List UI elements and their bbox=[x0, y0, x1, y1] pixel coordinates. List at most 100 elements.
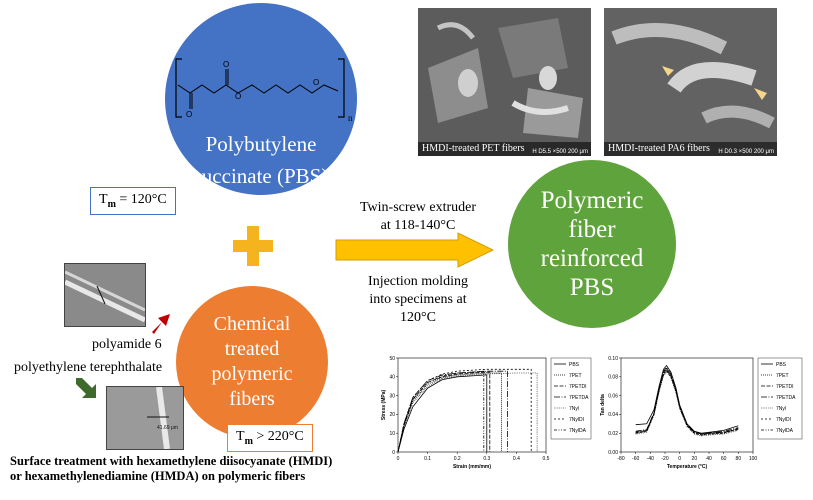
y-tick-label: 0.00 bbox=[608, 450, 618, 456]
legend-label-7NylDA: 7NylDA bbox=[776, 428, 794, 434]
series-line-7PETDA bbox=[397, 370, 508, 453]
x-tick-label: 0.4 bbox=[513, 456, 520, 462]
x-tick-label: -40 bbox=[647, 456, 654, 462]
series-line-7PETDI bbox=[397, 371, 491, 453]
x-tick-label: 80 bbox=[736, 456, 742, 462]
pbs-chemical-structure: O O O O n bbox=[175, 58, 353, 123]
extrusion-line2: at 118-140°C bbox=[380, 218, 456, 233]
process-arrow-icon bbox=[335, 232, 495, 268]
x-tick-label: 0.2 bbox=[454, 456, 461, 462]
injection-line1: Injection molding bbox=[368, 274, 468, 289]
y-tick-label: 0 bbox=[392, 450, 395, 456]
y-tick-label: 40 bbox=[389, 375, 395, 381]
result-line2: fiber bbox=[568, 216, 616, 243]
pa6-sem-texture bbox=[604, 8, 777, 156]
pet-label: polyethylene terephthalate bbox=[14, 360, 163, 375]
x-tick-label: 0.1 bbox=[424, 456, 431, 462]
series-line-PBS bbox=[635, 364, 739, 434]
pet-sem-image: 41.69 μm bbox=[106, 386, 184, 450]
fibers-label-line3: polymeric bbox=[211, 363, 293, 385]
green-arrow-icon bbox=[76, 378, 96, 398]
x-axis-label: Strain (mm/mm) bbox=[453, 464, 491, 470]
x-tick-label: 20 bbox=[692, 456, 698, 462]
fibers-label-line1: Chemical bbox=[213, 313, 291, 335]
legend-label-7Nyl: 7Nyl bbox=[569, 406, 579, 412]
fibers-circle: Chemical treated polymeric fibers bbox=[176, 286, 328, 438]
pa6-sem-caption: HMDI-treated PA6 fibers bbox=[604, 142, 777, 156]
legend-label-7PETDI: 7PETDI bbox=[569, 384, 587, 390]
pbs-label: Polybutylene succinate (PBS) bbox=[165, 128, 357, 192]
series-line-7PETDI bbox=[635, 368, 739, 435]
fibers-label-line4: fibers bbox=[229, 388, 275, 410]
result-line4: PBS bbox=[569, 274, 615, 301]
pa6-label: polyamide 6 bbox=[92, 337, 162, 352]
extrusion-line1: Twin-screw extruder bbox=[359, 200, 477, 215]
x-tick-label: -80 bbox=[617, 456, 624, 462]
pet-measurement: 41.69 μm bbox=[157, 425, 178, 431]
result-line3: reinforced bbox=[540, 245, 644, 272]
series-line-7NylDI bbox=[635, 369, 739, 436]
series-line-7Nyl bbox=[397, 372, 538, 453]
y-tick-label: 0.08 bbox=[608, 375, 618, 381]
legend-label-7PETDA: 7PETDA bbox=[776, 395, 796, 401]
pa6-fiber-sem-photo: HMDI-treated PA6 fibers H D0.3 ×500 200 … bbox=[604, 8, 777, 156]
legend-label-7NylDI: 7NylDI bbox=[776, 417, 791, 423]
plot-frame bbox=[397, 357, 547, 453]
note-line2: or hexamethylenediamine (HMDA) on polyme… bbox=[10, 469, 306, 483]
x-tick-label: 0.5 bbox=[543, 456, 550, 462]
series-line-7PET bbox=[635, 370, 739, 436]
legend-label-7PETDA: 7PETDA bbox=[569, 395, 589, 401]
legend-label-7NylDA: 7NylDA bbox=[569, 428, 587, 434]
legend-label-7Nyl: 7Nyl bbox=[776, 406, 786, 412]
legend-label-PBS: PBS bbox=[569, 362, 580, 368]
tm-subscript: m bbox=[107, 198, 116, 210]
tm-symbol: T bbox=[99, 192, 108, 207]
svg-text:O: O bbox=[235, 92, 241, 101]
injection-line3: 120°C bbox=[400, 310, 436, 325]
pet-sem-caption: HMDI-treated PET fibers bbox=[418, 142, 591, 156]
tm-symbol: T bbox=[236, 429, 245, 444]
y-tick-label: 0.06 bbox=[608, 393, 618, 399]
x-tick-label: 60 bbox=[721, 456, 727, 462]
legend-label-7PET: 7PET bbox=[569, 373, 582, 379]
legend-label-7NylDI: 7NylDI bbox=[569, 417, 584, 423]
y-tick-label: 30 bbox=[389, 393, 395, 399]
result-line1: Polymeric bbox=[540, 187, 644, 214]
pet-sem-scale: H D5.5 ×500 200 μm bbox=[532, 149, 588, 155]
result-circle: Polymeric fiber reinforced PBS bbox=[508, 160, 676, 328]
pbs-circle bbox=[165, 3, 357, 195]
x-tick-label: 0 bbox=[678, 456, 681, 462]
y-tick-label: 50 bbox=[389, 356, 395, 362]
injection-line2: into specimens at bbox=[369, 292, 467, 307]
pa6-sem-image bbox=[64, 263, 146, 327]
plus-sign-vertical bbox=[247, 226, 259, 266]
x-tick-label: 100 bbox=[749, 456, 758, 462]
fibers-melting-temperature: Tm > 220°C bbox=[227, 424, 313, 452]
x-tick-label: 40 bbox=[706, 456, 712, 462]
svg-text:O: O bbox=[186, 110, 192, 119]
pbs-label-line2: succinate (PBS) bbox=[193, 164, 329, 188]
y-tick-label: 20 bbox=[389, 412, 395, 418]
tm-value: > 220°C bbox=[252, 429, 304, 444]
fibers-label-line2: treated bbox=[224, 338, 280, 360]
process-step-extrusion: Twin-screw extruder at 118-140°C bbox=[338, 199, 498, 235]
y-tick-label: 0.04 bbox=[608, 412, 618, 418]
y-axis-label: Stress (MPa) bbox=[381, 390, 387, 421]
series-line-7PET bbox=[397, 372, 502, 453]
red-arrow-icon bbox=[152, 314, 170, 334]
svg-text:O: O bbox=[313, 78, 319, 87]
legend-label-PBS: PBS bbox=[776, 362, 787, 368]
series-line-7NylDA bbox=[397, 370, 485, 453]
pbs-melting-temperature: Tm = 120°C bbox=[90, 187, 176, 215]
svg-text:O: O bbox=[223, 60, 229, 69]
tm-subscript: m bbox=[244, 435, 253, 447]
plot-frame bbox=[620, 357, 754, 453]
legend-label-7PETDI: 7PETDI bbox=[776, 384, 794, 390]
pbs-label-line1: Polybutylene bbox=[205, 132, 317, 156]
legend-box bbox=[757, 357, 803, 440]
pet-fiber-sem-photo: HMDI-treated PET fibers H D5.5 ×500 200 … bbox=[418, 8, 591, 156]
y-tick-label: 0.10 bbox=[608, 356, 618, 362]
surface-treatment-note: Surface treatment with hexamethylene dii… bbox=[10, 454, 350, 484]
